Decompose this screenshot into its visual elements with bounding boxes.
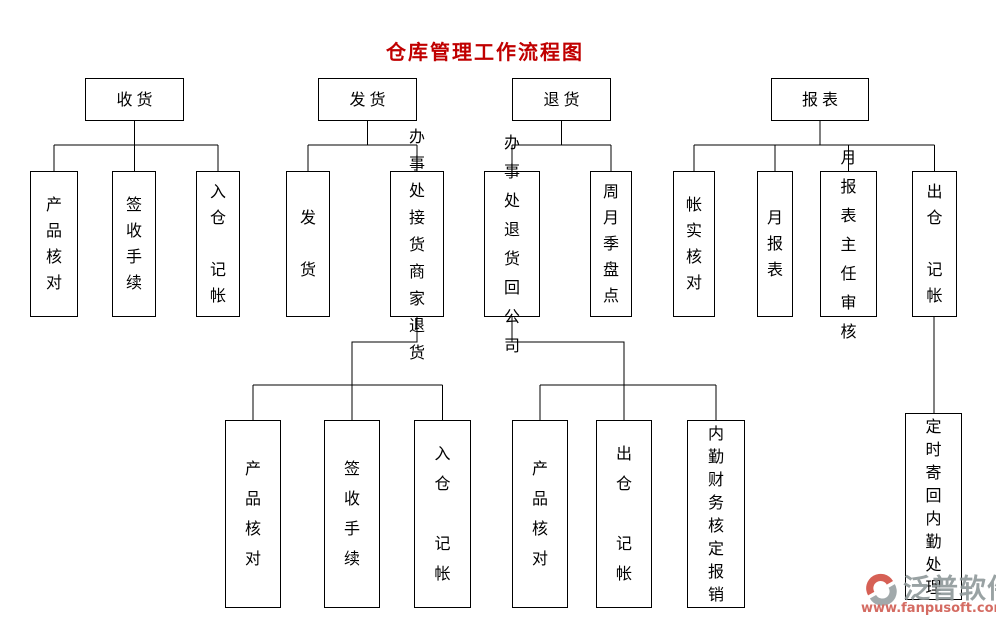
flow-node-warehouse-in-bookkeeping-1: 入 仓 记 帐 (196, 171, 240, 317)
flow-node-warehouse-out-bookkeeping-1: 出 仓 记 帐 (912, 171, 957, 317)
flow-node-shipping: 发货 (318, 78, 417, 121)
page-title: 仓库管理工作流程图 (386, 40, 584, 64)
flow-node-send-back-internal-processing: 定 时 寄 回 内 勤 处 理 (905, 413, 962, 600)
flow-node-product-check-1: 产 品 核 对 (30, 171, 78, 317)
flow-node-receiving: 收货 (85, 78, 184, 121)
flow-node-dispatch-goods: 发 货 (286, 171, 330, 317)
flow-node-account-vs-actual-check: 帐 实 核 对 (673, 171, 715, 317)
flow-node-periodic-stocktake: 周 月 季 盘 点 (590, 171, 632, 317)
flow-node-internal-finance-reimbursement: 内 勤 财 务 核 定 报 销 (687, 420, 745, 608)
flow-node-office-return-to-company: 办事 处退 货回 公司 (484, 133, 540, 355)
flow-node-sign-procedure-2: 签 收 手 续 (324, 420, 380, 608)
flow-node-office-receive-merchant-returns: 办事 处接 货商 家退 货 (390, 127, 444, 362)
flow-node-warehouse-in-bookkeeping-2: 入 仓 记 帐 (414, 420, 471, 608)
flow-node-product-check-3: 产 品 核 对 (512, 420, 568, 608)
flow-node-reports: 报表 (771, 78, 869, 121)
flow-node-report-supervisor-review: 月报 表主 任审 核 (820, 148, 877, 341)
watermark: 泛普软件 www.fanpusoft.com (857, 562, 996, 617)
flow-node-monthly-report: 月 报 表 (757, 171, 793, 317)
flow-node-product-check-2: 产 品 核 对 (225, 420, 281, 608)
watermark-brand-text: 泛普软件 (903, 574, 996, 605)
fanpu-logo-icon (866, 573, 897, 606)
flow-node-sign-procedure-1: 签 收 手 续 (112, 171, 156, 317)
flow-node-warehouse-out-bookkeeping-2: 出 仓 记 帐 (596, 420, 652, 608)
flow-node-returns: 退货 (512, 78, 611, 121)
watermark-url-text: www.fanpusoft.com (861, 601, 996, 616)
